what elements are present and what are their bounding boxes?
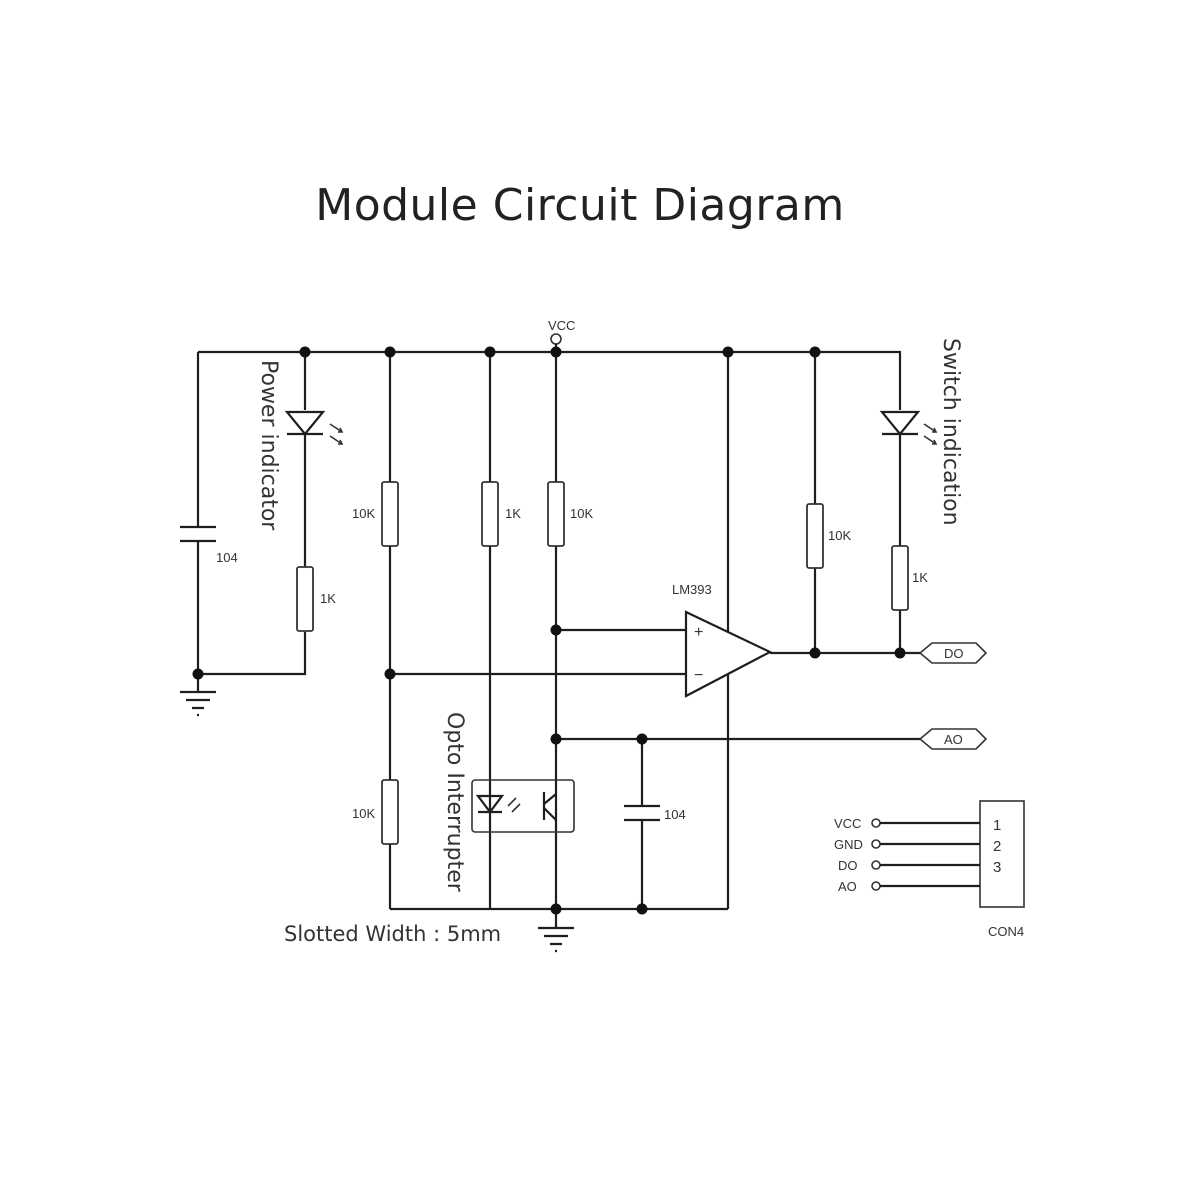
r-divider-bottom-label: 10K [352, 806, 375, 821]
ao-port [918, 728, 988, 750]
svg-text:DO: DO [838, 858, 858, 873]
ao-port-label: AO [944, 732, 963, 747]
resistor-power-led [296, 566, 314, 632]
do-port [918, 642, 988, 664]
power-cap-wire [196, 352, 307, 676]
switch-light-emission-icon [923, 423, 938, 445]
phototransistor-icon [542, 792, 557, 821]
svg-text:VCC: VCC [834, 816, 861, 831]
do-port-label: DO [944, 646, 964, 661]
connector-signal-ao: AO [838, 879, 980, 894]
capacitor-power [180, 525, 216, 543]
vcc-rail [198, 350, 902, 410]
cap-ao-label: 104 [664, 807, 686, 822]
diagram-title: Module Circuit Diagram [315, 180, 845, 231]
connector-name: CON4 [988, 924, 1024, 939]
connector-signal-gnd: GND [834, 837, 980, 852]
r-opto-led-label: 1K [505, 506, 521, 521]
r-power-led-label: 1K [320, 591, 336, 606]
r-opto-pullup-label: 10K [570, 506, 593, 521]
opto-led-icon [475, 794, 505, 814]
connector-pin-3: 3 [993, 859, 1001, 876]
light-emission-icon [329, 423, 344, 445]
resistor-divider-bottom [381, 779, 399, 845]
junctions [192, 346, 906, 915]
r-switch-led-label: 1K [912, 570, 928, 585]
cap-power-label: 104 [216, 550, 238, 565]
switch-indication-label: Switch indication [938, 338, 963, 526]
comparator-minus: − [694, 667, 703, 684]
opto-interrupter-label: Opto Interrupter [442, 712, 467, 893]
resistor-opto-pullup [547, 481, 565, 547]
svg-text:GND: GND [834, 837, 863, 852]
connector-pin-1: 1 [993, 817, 1001, 834]
opto-interrupter-box [471, 779, 575, 833]
connector-con4 [979, 800, 1025, 908]
power-led-icon [284, 410, 326, 436]
connector-signal-vcc: VCC [834, 816, 980, 831]
svg-text:AO: AO [838, 879, 857, 894]
r-output-pullup-label: 10K [828, 528, 851, 543]
ground-icon [180, 674, 216, 717]
resistor-divider-top [381, 481, 399, 547]
vcc-terminal [550, 333, 562, 345]
slotted-width-label: Slotted Width : 5mm [284, 922, 501, 946]
switch-led-icon [879, 410, 921, 436]
resistor-opto-led [481, 481, 499, 547]
resistor-output-pullup [806, 503, 824, 569]
r-divider-top-label: 10K [352, 506, 375, 521]
connector-signal-do: DO [838, 858, 980, 873]
opto-light-icon [507, 797, 521, 813]
resistor-switch-led [891, 545, 909, 611]
connector-pin-2: 2 [993, 838, 1001, 855]
comparator-label: LM393 [672, 582, 712, 597]
comparator-plus: + [694, 624, 703, 641]
comparator-lm393 [684, 610, 773, 698]
vcc-label: VCC [548, 318, 575, 333]
power-indicator-label: Power indicator [256, 360, 281, 531]
ground-icon-bottom [538, 909, 574, 953]
capacitor-ao [624, 804, 660, 822]
